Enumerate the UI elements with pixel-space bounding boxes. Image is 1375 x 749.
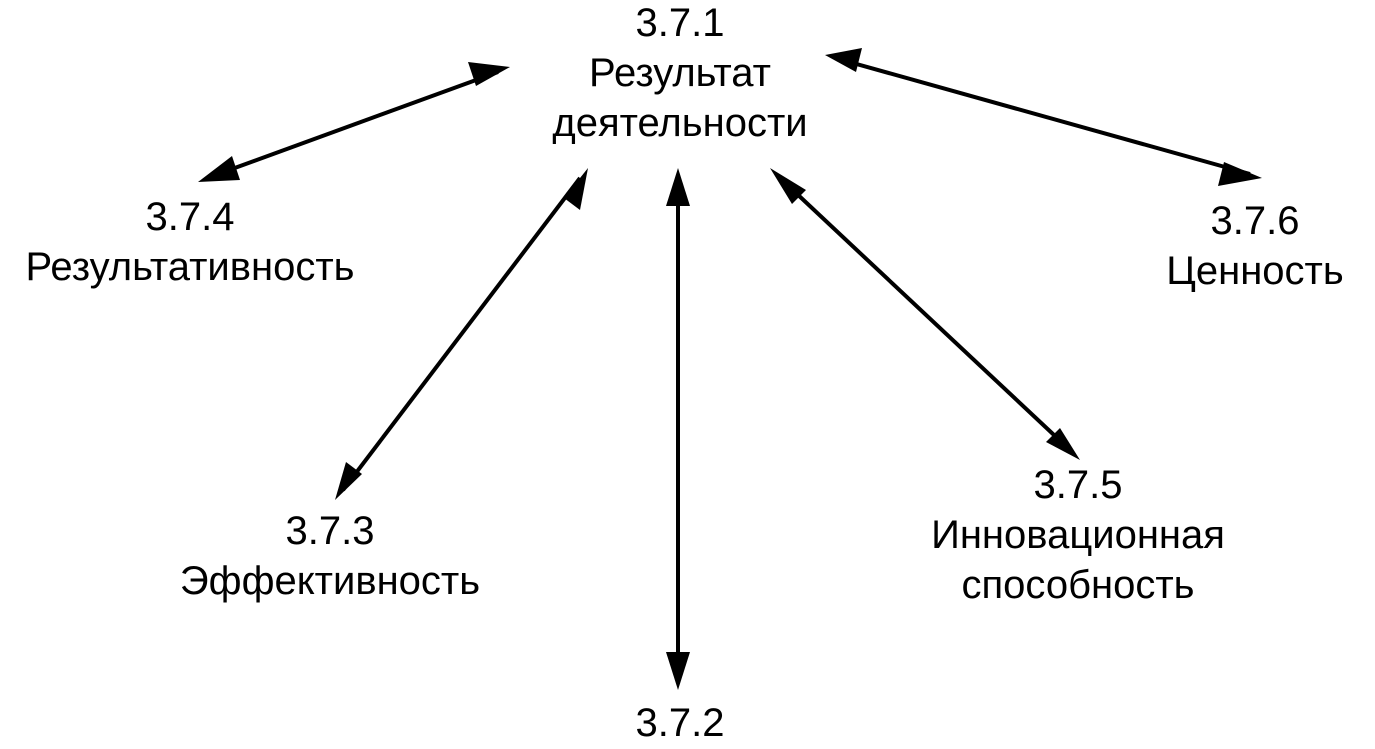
node-3-7-6: 3.7.6 Ценность: [1055, 196, 1375, 296]
edge-371-376: [834, 56, 1251, 176]
node-3-7-1-label-line1: Результат: [589, 51, 771, 95]
node-3-7-5: 3.7.5 Инновационная способность: [878, 460, 1278, 610]
arrowhead-371-376-start: [825, 48, 862, 72]
arrowhead-371-373-start: [564, 168, 588, 210]
arrowhead-371-374-start: [468, 62, 510, 86]
arrowhead-371-373-end: [335, 462, 362, 500]
node-3-7-3: 3.7.3 Эффективность: [130, 506, 530, 606]
node-3-7-6-number: 3.7.6: [1210, 199, 1300, 243]
node-3-7-3-label: Эффективность: [179, 559, 481, 603]
arrowhead-371-372-start: [666, 168, 690, 206]
node-3-7-1-number: 3.7.1: [635, 1, 725, 45]
node-3-7-1: 3.7.1 Результат деятельности: [480, 0, 880, 148]
node-3-7-4: 3.7.4 Результативность: [0, 192, 390, 292]
arrowhead-371-372-end: [666, 652, 690, 690]
node-3-7-5-label-line2: способность: [961, 563, 1195, 607]
node-3-7-2: 3.7.2: [480, 698, 880, 748]
arrowhead-371-374-end: [198, 156, 240, 182]
node-3-7-3-number: 3.7.3: [285, 509, 375, 553]
node-3-7-4-number: 3.7.4: [145, 195, 235, 239]
arrowhead-371-376-end: [1218, 162, 1262, 186]
arrowhead-371-375-end: [1046, 428, 1080, 460]
edge-371-375: [778, 176, 1072, 452]
edge-371-374: [209, 70, 499, 179]
node-3-7-1-label-line2: деятельности: [552, 101, 808, 145]
node-3-7-4-label: Результативность: [25, 245, 355, 289]
edge-371-373: [341, 176, 582, 492]
node-3-7-5-number: 3.7.5: [1033, 463, 1123, 507]
arrowhead-371-375-start: [770, 168, 806, 204]
node-3-7-5-label-line1: Инновационная: [931, 513, 1225, 557]
node-3-7-6-label: Ценность: [1166, 249, 1344, 293]
node-3-7-2-number: 3.7.2: [635, 701, 725, 745]
